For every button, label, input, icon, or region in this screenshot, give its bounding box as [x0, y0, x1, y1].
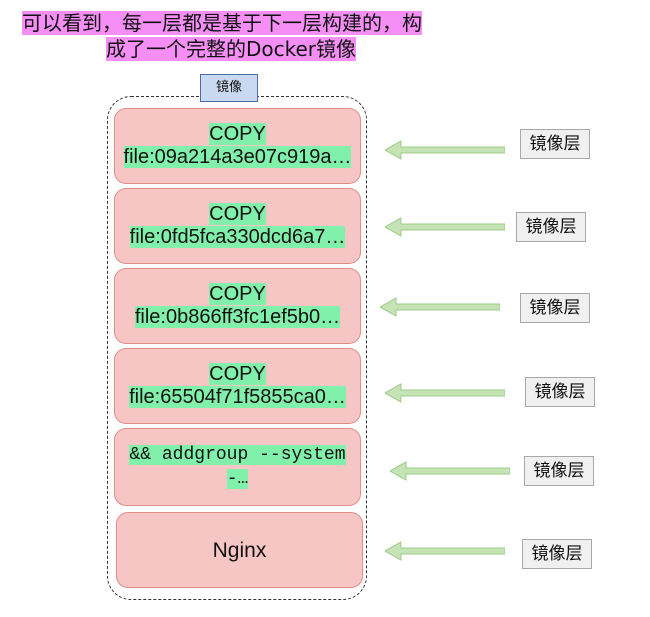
layer-label: 镜像层: [516, 212, 586, 242]
layer-text: file:0b866ff3fc1ef5b0…: [134, 306, 341, 328]
left-arrow-icon: [390, 461, 510, 481]
layer-nginx: Nginx: [116, 512, 363, 588]
layer-text: COPY: [209, 123, 266, 145]
layer-line: file:0fd5fca330dcd6a7…: [129, 226, 346, 249]
layer-label: 镜像层: [525, 377, 595, 407]
diagram-title-line2: 成了一个完整的Docker镜像: [106, 37, 357, 61]
left-arrow-icon: [385, 383, 505, 403]
layer-line: file:0b866ff3fc1ef5b0…: [134, 306, 341, 329]
layer-line: COPY: [209, 203, 266, 226]
layer-text: COPY: [209, 363, 266, 385]
layer-label: 镜像层: [520, 129, 590, 159]
layer-text: Nginx: [212, 538, 267, 562]
left-arrow-icon: [385, 541, 505, 561]
layer-line: && addgroup --system: [129, 443, 346, 467]
layer-text: file:09a214a3e07c919a…: [123, 146, 352, 168]
layer-line: file:65504f71f5855ca0…: [129, 386, 346, 409]
layer-text: file:65504f71f5855ca0…: [129, 386, 346, 408]
layer-label: 镜像层: [524, 456, 594, 486]
left-arrow-icon: [385, 217, 505, 237]
title-line2-text: 成了一个完整的Docker镜像: [106, 37, 357, 61]
left-arrow-icon: [380, 297, 500, 317]
image-tag: 镜像: [200, 74, 258, 102]
layer-copy-1: COPY file:09a214a3e07c919a…: [114, 108, 361, 184]
layer-line: COPY: [209, 123, 266, 146]
layer-copy-4: COPY file:65504f71f5855ca0…: [114, 348, 361, 424]
left-arrow-icon: [385, 140, 505, 160]
layer-addgroup: && addgroup --system -…: [114, 428, 361, 506]
layer-line: -…: [226, 467, 249, 491]
layer-line: file:09a214a3e07c919a…: [123, 146, 352, 169]
layer-line: Nginx: [213, 539, 267, 562]
layer-text: file:0fd5fca330dcd6a7…: [129, 226, 346, 248]
layer-text: COPY: [209, 283, 266, 305]
layer-text: && addgroup --system: [129, 445, 346, 465]
layer-line: COPY: [209, 283, 266, 306]
layer-label: 镜像层: [520, 293, 590, 323]
layer-line: COPY: [209, 363, 266, 386]
layer-copy-2: COPY file:0fd5fca330dcd6a7…: [114, 188, 361, 264]
layer-text: COPY: [209, 203, 266, 225]
layer-copy-3: COPY file:0b866ff3fc1ef5b0…: [114, 268, 361, 344]
title-line1-text: 可以看到，每一层都是基于下一层构建的，构: [22, 11, 422, 35]
layer-text: -…: [226, 469, 249, 489]
diagram-title-line1: 可以看到，每一层都是基于下一层构建的，构: [22, 11, 422, 35]
layer-label: 镜像层: [522, 539, 592, 569]
